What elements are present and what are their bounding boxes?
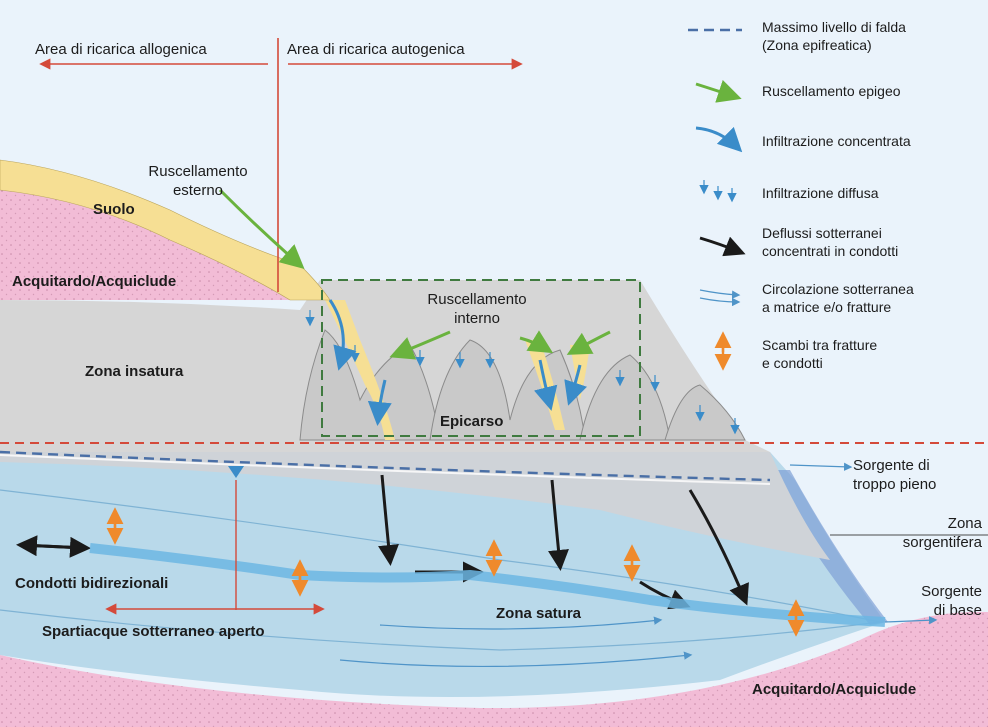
aquitard-top-label: Acquitardo/Acquiclude <box>12 272 176 291</box>
base-spring-label: Sorgente di base <box>866 582 982 620</box>
overflow-spring-label: Sorgente di troppo pieno <box>853 456 936 494</box>
legend-max-water-table: Massimo livello di falda (Zona epifreati… <box>762 18 906 54</box>
external-runoff-label: Ruscellamento esterno <box>128 162 268 200</box>
bidirectional-conduits-label: Condotti bidirezionali <box>15 574 168 593</box>
saturated-zone-label: Zona satura <box>496 604 581 623</box>
legend-concentrated-infiltration: Infiltrazione concentrata <box>762 132 911 150</box>
unsaturated-zone-label: Zona insatura <box>85 362 183 381</box>
autogenic-recharge-label: Area di ricarica autogenica <box>287 40 465 59</box>
allogenic-recharge-label: Area di ricarica allogenica <box>35 40 207 59</box>
internal-runoff-label: Ruscellamento interno <box>408 290 546 328</box>
legend-matrix-flow: Circolazione sotterranea a matrice e/o f… <box>762 280 914 316</box>
epikarst-label: Epicarso <box>440 412 503 431</box>
aquitard-bottom-label: Acquitardo/Acquiclude <box>752 680 916 699</box>
groundwater-divide-label: Spartiacque sotterraneo aperto <box>42 622 265 641</box>
legend-diffuse-infiltration: Infiltrazione diffusa <box>762 184 878 202</box>
spring-zone-label: Zona sorgentifera <box>866 514 982 552</box>
legend-conduit-flow: Deflussi sotterranei concentrati in cond… <box>762 224 898 260</box>
legend-surface-runoff: Ruscellamento epigeo <box>762 82 901 100</box>
legend-fracture-exchange: Scambi tra fratture e condotti <box>762 336 877 372</box>
soil-label: Suolo <box>93 200 135 219</box>
